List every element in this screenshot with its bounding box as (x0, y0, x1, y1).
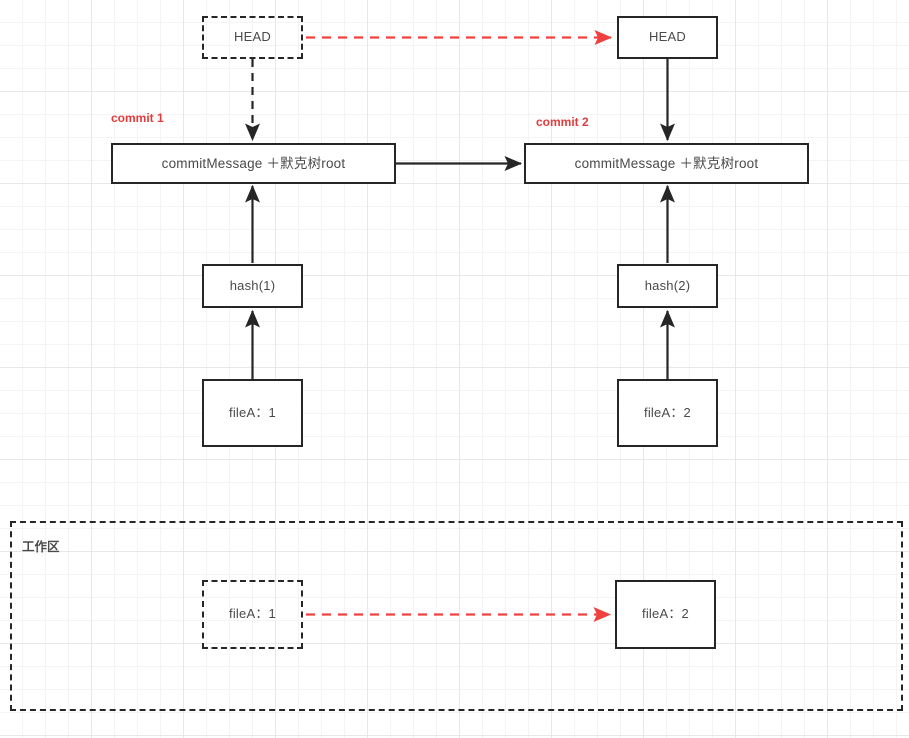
node-head-old[interactable]: HEAD (202, 16, 303, 59)
node-fileA-v1[interactable]: fileA：1 (202, 379, 303, 447)
label-commit-2: commit 2 (536, 115, 589, 129)
label-commit-1: commit 1 (111, 111, 164, 125)
node-workspace-fileA-old-label: fileA：1 (229, 606, 276, 622)
node-fileA-v2-label: fileA：2 (644, 404, 691, 420)
node-workspace-fileA-new-label: fileA：2 (642, 606, 689, 622)
group-workspace (10, 521, 903, 711)
node-fileA-v1-label: fileA：1 (229, 404, 276, 420)
group-workspace-title: 工作区 (22, 540, 60, 554)
node-head-old-label: HEAD (234, 29, 271, 45)
node-commit2-label: commitMessage ＋默克树root (574, 155, 759, 171)
node-workspace-fileA-old[interactable]: fileA：1 (202, 580, 303, 649)
node-commit1-label: commitMessage ＋默克树root (161, 155, 346, 171)
node-commit2[interactable]: commitMessage ＋默克树root (524, 143, 809, 184)
node-head-new[interactable]: HEAD (617, 16, 718, 59)
node-workspace-fileA-new[interactable]: fileA：2 (615, 580, 716, 649)
node-hash2-label: hash(2) (644, 277, 691, 293)
node-fileA-v2[interactable]: fileA：2 (617, 379, 718, 447)
node-commit1[interactable]: commitMessage ＋默克树root (111, 143, 396, 184)
node-head-new-label: HEAD (649, 29, 686, 45)
node-hash2[interactable]: hash(2) (617, 264, 718, 308)
node-hash1-label: hash(1) (229, 277, 276, 293)
node-hash1[interactable]: hash(1) (202, 264, 303, 308)
